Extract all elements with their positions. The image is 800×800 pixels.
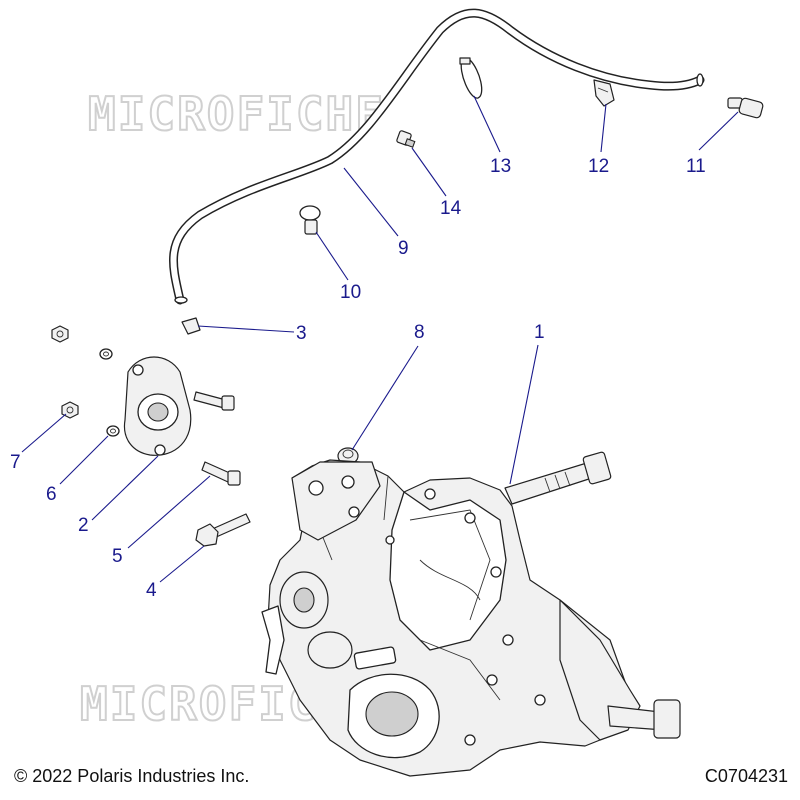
callout-5: 5 <box>112 546 123 567</box>
bolt-4 <box>195 513 251 547</box>
callout-12: 12 <box>588 156 609 177</box>
cable-tie-13 <box>459 57 483 99</box>
sensor-housing-2 <box>123 356 192 456</box>
leader-lines <box>21 95 739 583</box>
washer-6 <box>106 425 120 437</box>
diagram-code: C0704231 <box>704 766 788 786</box>
bolt-upper <box>193 391 235 411</box>
callout-3: 3 <box>296 323 307 344</box>
callout-7: 7 <box>10 452 21 473</box>
copyright-text: © 2022 Polaris Industries Inc. <box>14 766 250 786</box>
washer-top <box>99 348 113 360</box>
callouts: 1 2 3 4 5 6 7 8 9 10 11 12 13 14 <box>10 156 706 601</box>
callout-6: 6 <box>46 484 57 505</box>
callout-9: 9 <box>398 238 409 259</box>
vent-hose <box>169 8 705 305</box>
breather-fitting-11 <box>727 97 764 119</box>
fitting-14 <box>396 130 416 148</box>
callout-13: 13 <box>490 156 511 177</box>
nut-top <box>51 325 69 343</box>
hose-clamp-10 <box>299 205 321 235</box>
bolt-5 <box>201 461 241 486</box>
clip-12 <box>593 79 615 107</box>
callout-1: 1 <box>534 322 545 343</box>
callout-4: 4 <box>146 580 157 601</box>
callout-14: 14 <box>440 198 462 219</box>
clip-3 <box>181 317 201 335</box>
gearbox-assembly <box>261 451 681 777</box>
callout-11: 11 <box>686 156 706 177</box>
callout-10: 10 <box>340 282 361 303</box>
callout-8: 8 <box>414 322 425 343</box>
callout-2: 2 <box>78 515 89 536</box>
